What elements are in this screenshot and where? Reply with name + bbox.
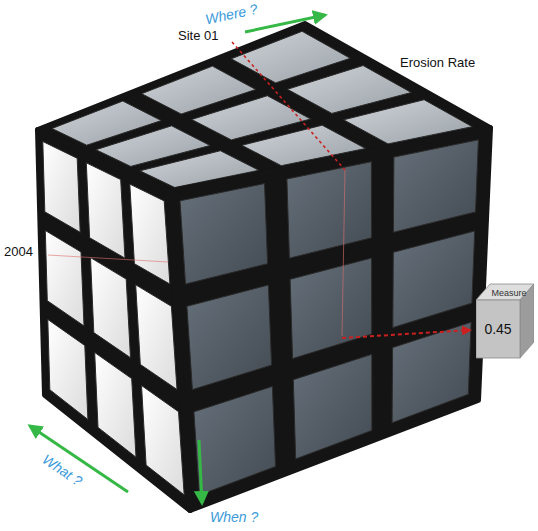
cube-sticker: [290, 258, 372, 359]
cube-sticker: [392, 322, 471, 423]
cube-sticker: [393, 231, 475, 328]
cube-sticker: [142, 386, 185, 495]
cube-sticker: [287, 66, 411, 114]
cube-sticker: [95, 353, 136, 458]
cube-front: [476, 300, 520, 358]
cube-sticker: [180, 184, 268, 285]
cube-sticker: [48, 319, 88, 419]
cube-sticker: [293, 354, 372, 459]
cube-sticker: [91, 258, 131, 358]
cube-sticker: [393, 140, 478, 233]
node-heading: Measure: [491, 288, 526, 299]
node-value: 0.45: [484, 321, 511, 338]
axis-label: Where ?: [204, 1, 259, 28]
axis-label: When ?: [210, 509, 258, 526]
measure-pointer: [342, 330, 470, 338]
cube-sticker: [86, 163, 125, 258]
guide-line: [342, 170, 345, 336]
axis-arrow: [199, 440, 202, 503]
member-label: Site 01: [178, 28, 218, 44]
guide-line: [48, 255, 168, 262]
slice-line: [232, 42, 345, 170]
measure-cube: Measure 0.45: [476, 282, 534, 360]
cube-sticker: [45, 231, 84, 326]
member-label: Erosion Rate: [400, 55, 475, 71]
cube-sticker: [187, 285, 272, 390]
cube-sticker: [130, 184, 170, 284]
cube: [38, 24, 490, 510]
cube-sticker: [136, 285, 177, 390]
face-frame: [38, 130, 190, 510]
cube-sticker: [43, 142, 80, 233]
axis-arrow: [30, 426, 128, 492]
cube-sticker: [287, 162, 372, 259]
member-label: 2004: [4, 244, 33, 260]
face-frame: [168, 128, 490, 510]
cube-sticker: [194, 386, 276, 495]
